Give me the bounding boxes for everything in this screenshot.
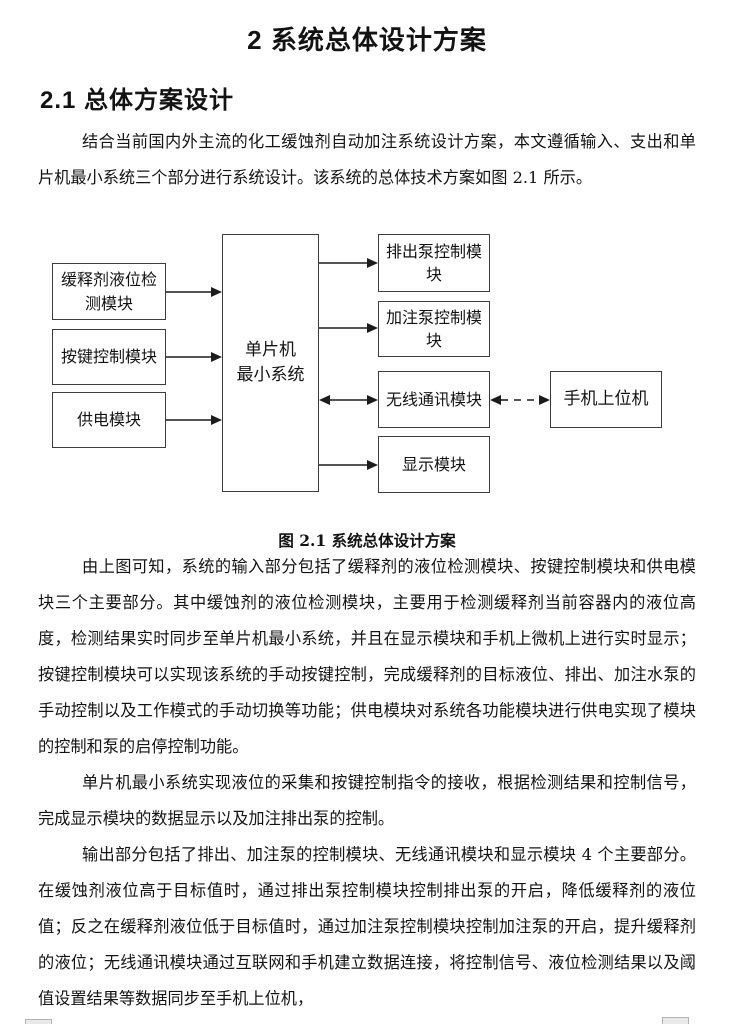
node-level-detect-module: 缓释剂液位检 测模块 [52, 263, 166, 320]
node-phone-host: 手机上位机 [550, 371, 662, 428]
body-paragraphs-block: 由上图可知，系统的输入部分包括了缓释剂的液位检测模块、按键控制模块和供电模块三个… [38, 549, 696, 1017]
chapter-title: 2 系统总体设计方案 [247, 25, 487, 55]
node-key-control-module: 按键控制模块 [52, 329, 166, 385]
figure-caption: 图 2.1 系统总体设计方案 [278, 531, 456, 550]
node-wireless-module: 无线通讯模块 [378, 371, 490, 428]
node-filling-pump-module: 加注泵控制模 块 [378, 301, 490, 357]
page-bottom-left-fragment [25, 1019, 52, 1024]
section-heading: 2.1 总体方案设计 [40, 87, 235, 114]
intro-paragraph-block: 结合当前国内外主流的化工缓蚀剂自动加注系统设计方案，本文遵循输入、支出和单片机最… [38, 124, 696, 196]
node-display-module: 显示模块 [378, 436, 490, 493]
paragraph-2: 由上图可知，系统的输入部分包括了缓释剂的液位检测模块、按键控制模块和供电模块三个… [38, 557, 696, 756]
node-mcu-minimal-system: 单片机 最小系统 [222, 234, 319, 492]
paragraph-3: 单片机最小系统实现液位的采集和按键控制指令的接收，根据检测结果和控制信号，完成显… [38, 773, 696, 828]
paragraph-4: 输出部分包括了排出、加注泵的控制模块、无线通讯模块和显示模块 4 个主要部分。在… [38, 845, 696, 1008]
page-bottom-right-fragment [662, 1017, 689, 1024]
node-discharge-pump-module: 排出泵控制模 块 [378, 234, 490, 292]
paragraph-1: 结合当前国内外主流的化工缓蚀剂自动加注系统设计方案，本文遵循输入、支出和单片机最… [38, 132, 696, 187]
node-power-module: 供电模块 [52, 392, 166, 448]
